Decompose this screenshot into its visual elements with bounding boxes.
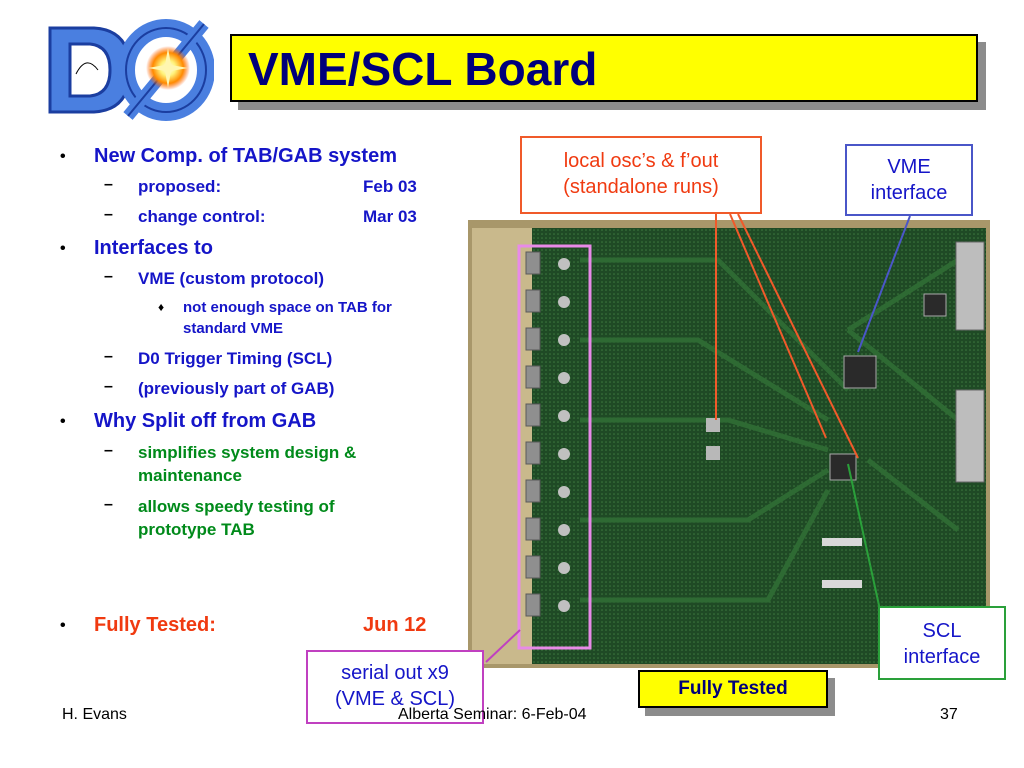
bullet-speedy-line1: allows speedy testing of — [138, 497, 335, 516]
bullet-proposed: proposed: — [138, 177, 222, 196]
bullet-space-line2: standard VME — [183, 320, 284, 337]
callout-vme-interface: VME interface — [845, 144, 973, 216]
dash-marker: – — [104, 176, 113, 193]
dash-marker: – — [104, 348, 113, 365]
callout-local-osc: local osc’s & f’out (standalone runs) — [520, 136, 762, 214]
dash-marker: – — [104, 268, 113, 285]
bullet-speedy-line2: prototype TAB — [138, 520, 255, 539]
footer-author: H. Evans — [62, 706, 127, 723]
callout-scl-line1: SCL — [922, 620, 962, 642]
footer-event: Alberta Seminar: 6-Feb-04 — [398, 706, 587, 723]
bullet-fully-tested-date: Jun 12 — [363, 614, 427, 636]
bullet-vme-protocol: VME (custom protocol) — [138, 269, 325, 288]
bullet-d0-timing: D0 Trigger Timing (SCL) — [138, 349, 333, 368]
bullet-dot: • — [60, 240, 66, 257]
bullet-proposed-date: Feb 03 — [363, 177, 417, 196]
callout-local-osc-line1: local osc’s & f’out — [563, 150, 719, 172]
bullet-simplifies-line1: simplifies system design & — [138, 443, 357, 462]
dash-marker: – — [104, 442, 113, 459]
fully-tested-label: Fully Tested — [638, 670, 828, 708]
bullet-interfaces: Interfaces to — [94, 237, 213, 259]
bullet-change-date: Mar 03 — [363, 207, 417, 226]
bullet-change-control: change control: — [138, 207, 266, 226]
dash-marker: – — [104, 496, 113, 513]
bullet-dot: • — [60, 413, 66, 430]
footer-page-number: 37 — [940, 706, 958, 723]
bullet-new-comp: New Comp. of TAB/GAB system — [94, 145, 397, 167]
dash-marker: – — [104, 378, 113, 395]
callout-local-osc-line2: (standalone runs) — [563, 176, 719, 198]
callout-serial-line2: (VME & SCL) — [334, 688, 456, 710]
callout-scl-interface: SCL interface — [878, 606, 1006, 680]
vme-scl-board-photo — [468, 220, 990, 668]
d0-logo — [48, 19, 214, 121]
dash-marker: – — [104, 206, 113, 223]
title-box: VME/SCL Board — [230, 34, 978, 102]
callout-vme-line2: interface — [870, 182, 948, 204]
bullet-simplifies-line2: maintenance — [138, 466, 242, 485]
callout-serial-line1: serial out x9 — [341, 662, 449, 684]
bullet-why-split: Why Split off from GAB — [94, 410, 317, 432]
callout-serial-out: serial out x9 (VME & SCL) — [306, 650, 484, 724]
page-title: VME/SCL Board — [248, 43, 598, 95]
callout-vme-line1: VME — [887, 156, 931, 178]
bullet-previously-gab: (previously part of GAB) — [138, 379, 335, 398]
bullet-dot: • — [60, 617, 66, 634]
bullet-fully-tested: Fully Tested: — [94, 614, 216, 636]
bullet-space-line1: not enough space on TAB for — [183, 299, 392, 316]
diamond-marker: ♦ — [158, 300, 165, 314]
callout-scl-line2: interface — [903, 646, 981, 668]
bullet-dot: • — [60, 148, 66, 165]
